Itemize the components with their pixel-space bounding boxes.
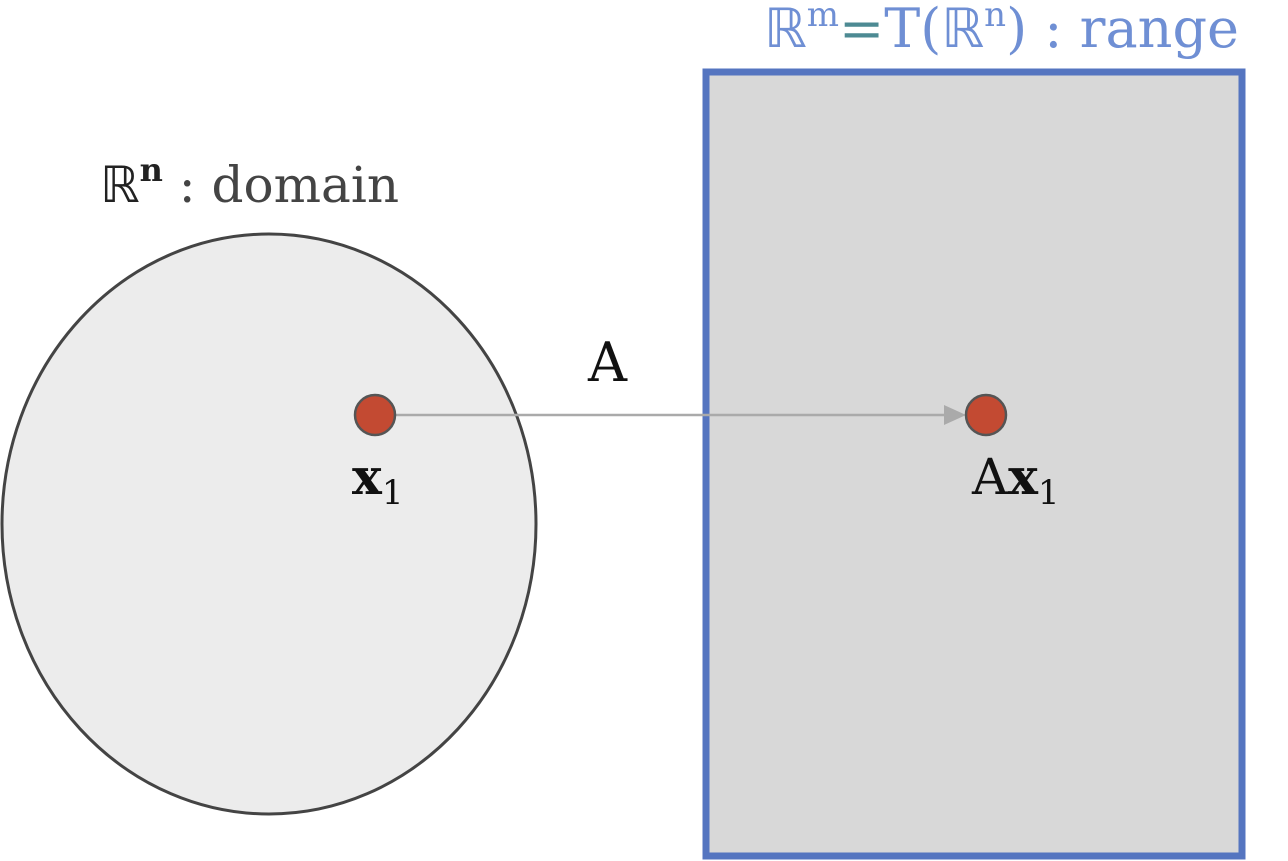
domain-point-vector: x [352,447,382,506]
range-text: : range [1027,0,1239,60]
domain-point [353,393,397,437]
range-label: ℝm=T(ℝn) : range [764,0,1239,56]
range-inner-exponent: n [984,0,1007,35]
domain-text: : domain [162,156,400,214]
range-point-subscript: 1 [1037,473,1060,513]
range-map-close: ) [1006,0,1028,60]
range-inner-symbol: ℝ [941,0,985,60]
range-map-open: T( [884,0,942,60]
range-point-vector: x [1008,447,1038,506]
map-label: A [588,331,627,394]
range-equals: = [839,0,885,60]
range-point-label: Ax1 [972,452,1060,511]
domain-point-subscript: 1 [381,473,404,513]
range-point [964,393,1008,437]
range-symbol: ℝ [764,0,807,60]
domain-label: ℝn : domain [100,154,399,210]
range-exponent: m [806,0,840,35]
domain-exponent: n [139,151,163,189]
domain-point-label: x1 [352,452,403,511]
domain-symbol: ℝ [100,156,140,214]
range-set [702,68,1246,860]
mapping-arrow-head [944,405,966,425]
range-point-matrix: A [972,448,1009,506]
domain-set [0,232,538,816]
